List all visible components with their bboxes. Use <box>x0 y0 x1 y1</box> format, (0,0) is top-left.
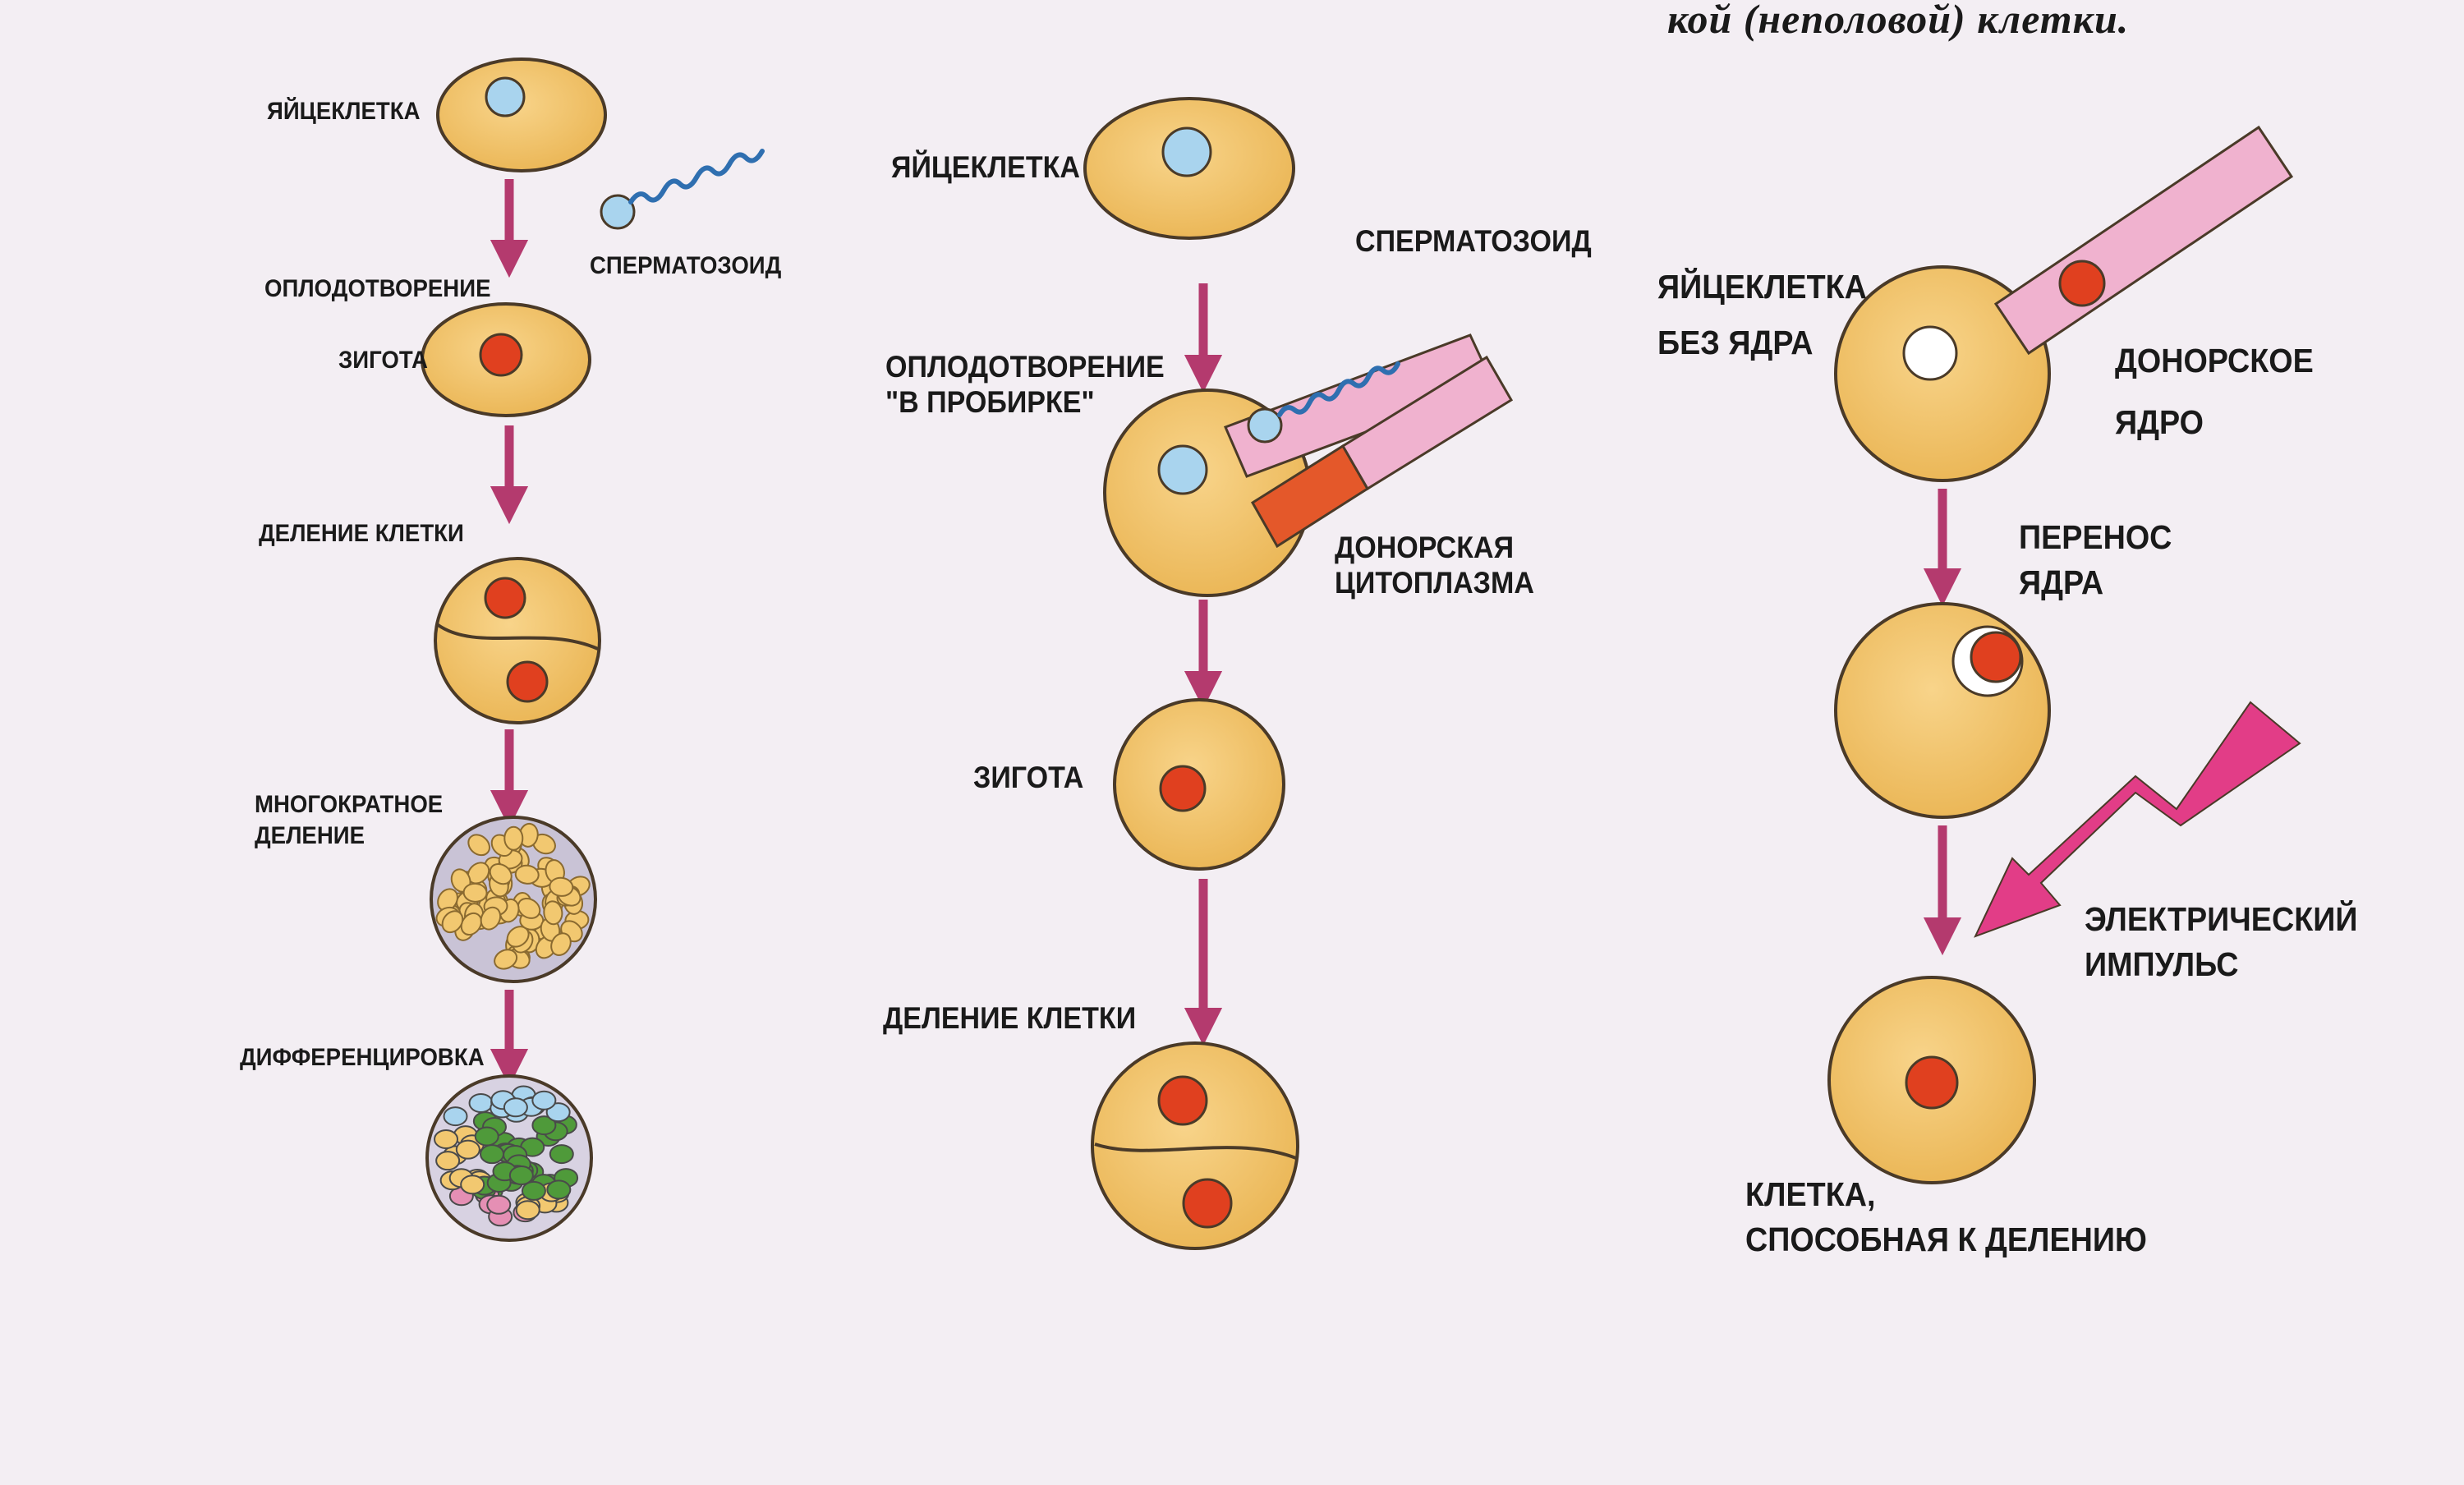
zygote-cell <box>1113 698 1285 871</box>
differentiated-cell <box>531 1115 557 1136</box>
label-donor-cytoplasm-1: ДОНОРСКАЯ <box>1335 531 1515 564</box>
differentiated-cell <box>503 1097 528 1118</box>
nucleus-transfer-cell <box>1834 602 2051 819</box>
morula <box>430 816 597 983</box>
blastomere <box>550 932 572 956</box>
differentiated-cell <box>460 1175 485 1195</box>
label-electric-impulse-2: ИМПУЛЬС <box>2085 945 2239 983</box>
label-ivf-1: ОПЛОДОТВОРЕНИЕ <box>885 350 1165 384</box>
label-dividing-cell-2: СПОСОБНАЯ К ДЕЛЕНИЮ <box>1745 1221 2147 1258</box>
egg-cell <box>436 57 607 172</box>
label-cell-division: ДЕЛЕНИЕ КЛЕТКИ <box>259 520 464 547</box>
differentiated-cell <box>480 1144 505 1165</box>
differentiated-cell <box>508 1165 534 1186</box>
label-nucleus-transfer-2: ЯДРА <box>2019 563 2104 601</box>
two-cell-stage <box>1091 1041 1299 1250</box>
blastomere <box>460 912 482 936</box>
blastomere <box>467 834 490 857</box>
label-differentiation: ДИФФЕРЕНЦИРОВКА <box>240 1044 485 1071</box>
differentiated-cell <box>486 1194 512 1215</box>
label-multiple-division-1: МНОГОКРАТНОЕ <box>255 791 444 818</box>
blastomere <box>441 910 464 934</box>
differentiated-cell <box>531 1090 557 1110</box>
label-egg-ivf: ЯЙЦЕКЛЕТКА <box>891 150 1081 184</box>
label-nucleus-transfer-1: ПЕРЕНОС <box>2019 518 2172 556</box>
label-donor-cytoplasm-2: ЦИТОПЛАЗМА <box>1335 566 1534 600</box>
natural-column <box>421 57 765 1242</box>
differentiated-cell <box>455 1139 480 1160</box>
blastomere <box>503 825 524 851</box>
donor-nucleus-pipette <box>1993 125 2294 356</box>
label-fertilization: ОПЛОДОТВОРЕНИЕ <box>264 275 491 302</box>
differentiated-cell <box>434 1129 459 1149</box>
label-dividing-cell-1: КЛЕТКА, <box>1745 1175 1876 1213</box>
blastomere <box>517 897 541 919</box>
label-donor-nucleus-1: ДОНОРСКОЕ <box>2115 342 2314 379</box>
label-electric-impulse-1: ЭЛЕКТРИЧЕСКИЙ <box>2085 900 2358 938</box>
label-sperm: СПЕРМАТОЗОИД <box>590 252 782 279</box>
zygote-cell <box>421 302 591 417</box>
label-enucleated-egg-1: ЯЙЦЕКЛЕТКА <box>1657 268 1867 306</box>
label-sperm-ivf: СПЕРМАТОЗОИД <box>1355 224 1592 258</box>
blastomere <box>480 906 502 931</box>
label-donor-nucleus-2: ЯДРО <box>2115 403 2204 441</box>
differentiated-cell <box>545 1102 571 1123</box>
page-title: кой (неполовой) клетки. <box>1667 0 2130 42</box>
label-zygote: ЗИГОТА <box>338 347 428 374</box>
lightning-bolt <box>1974 701 2301 938</box>
differentiated-cell <box>443 1106 468 1127</box>
sperm <box>600 149 765 230</box>
differentiated-cell <box>549 1144 574 1165</box>
donor-cytoplasm-pipette <box>1250 355 1514 549</box>
egg-cell <box>1083 97 1295 240</box>
differentiated-cell <box>435 1151 461 1171</box>
differentiated-cell <box>521 1180 546 1201</box>
differentiated-cell <box>468 1093 494 1114</box>
differentiated-embryo <box>425 1074 593 1242</box>
blastomere <box>494 949 518 970</box>
differentiated-cell <box>515 1200 540 1221</box>
enucleated-egg <box>1834 265 2051 482</box>
label-ivf-2: "В ПРОБИРКЕ" <box>885 385 1095 419</box>
blastomere <box>543 900 563 926</box>
blastomere <box>514 864 540 885</box>
label-egg: ЯЙЦЕКЛЕТКА <box>267 98 421 125</box>
dividing-cell <box>1827 976 2036 1184</box>
label-multiple-division-2: ДЕЛЕНИЕ <box>255 822 365 849</box>
label-enucleated-egg-2: БЕЗ ЯДРА <box>1657 324 1814 361</box>
blastomere <box>489 862 513 885</box>
differentiated-cell <box>474 1126 499 1147</box>
two-cell-stage <box>434 557 601 724</box>
blastomere <box>462 882 488 903</box>
differentiated-cell <box>546 1179 572 1200</box>
cloning-column <box>1827 125 2301 1184</box>
blastomere <box>549 876 574 897</box>
in-vitro-column <box>1083 97 1514 1250</box>
label-zygote-ivf: ЗИГОТА <box>973 761 1084 794</box>
label-cell-division-ivf: ДЕЛЕНИЕ КЛЕТКИ <box>883 1001 1137 1035</box>
